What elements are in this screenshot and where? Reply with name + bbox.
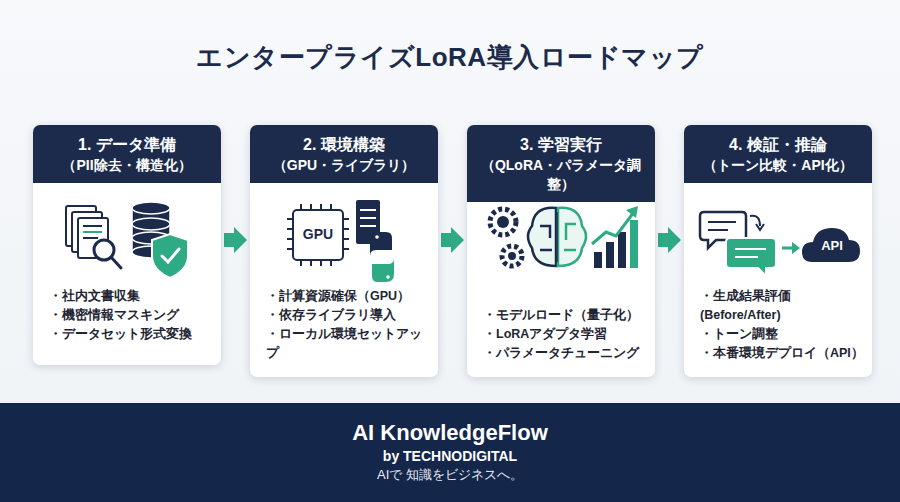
bullet-item: ・LoRAアダプタ学習 [483,325,647,344]
icon-space [684,183,872,287]
brain-icon [528,208,586,266]
bullet-item: ・機密情報マスキング [49,306,213,325]
card-body: ・生成結果評価 (Before/After)・トーン調整・本番環境デプロイ（AP… [684,287,872,372]
step-subtitle: （GPU・ライブラリ） [256,156,432,175]
cloud-label: API [810,238,854,253]
card-header: 4. 検証・推論（トーン比較・API化） [684,125,872,183]
step-card: 3. 学習実行（QLoRA・パラメータ調整） ・モデルロード（量子化）・LoRAア… [467,125,655,377]
step-card: 2. 環境構築（GPU・ライブラリ） ・計算資源確保（GPU）・依存ライブラリ導入… [250,125,438,377]
gear-icon [490,209,522,266]
gear-hub [497,216,516,260]
icon-space [33,183,221,287]
cloud-icon [802,228,860,262]
card-header: 3. 学習実行（QLoRA・パラメータ調整） [467,125,655,202]
brand-tagline: AIで 知識をビジネスへ。 [377,465,523,485]
step-subtitle: （QLoRA・パラメータ調整） [473,156,649,194]
card-body: ・モデルロード（量子化）・LoRAアダプタ学習・パラメータチューニング [467,306,655,372]
shield-icon [152,234,188,278]
bullet-item: ・計算資源確保（GPU） [266,287,430,306]
brand-company: by TECHNODIGITAL [383,447,517,465]
step-subtitle: （PII除去・構造化） [39,156,215,175]
step-title: 1. データ準備 [39,134,215,156]
step-title: 2. 環境構築 [256,134,432,156]
server-icon [356,200,380,244]
card-header: 1. データ準備（PII除去・構造化） [33,125,221,183]
brand-name: AI KnowledgeFlow [352,420,548,446]
bullet-item: ・パラメータチューニング [483,344,647,363]
bullet-item: ・社内文書収集 [49,287,213,306]
chip-label: GPU [293,226,343,242]
magnifier-icon [94,240,121,268]
step-card: 1. データ準備（PII除去・構造化） ・社内文書収集・機密情報マスキング・データ… [33,125,221,365]
flow-arrow [658,227,681,253]
step-card: 4. 検証・推論（トーン比較・API化） ・生成結果評価 (Before/Afte… [684,125,872,377]
flow-arrow [224,227,247,253]
icon-space [467,202,655,306]
card-body: ・社内文書収集・機密情報マスキング・データセット形式変換 [33,287,221,353]
bullet-item: ・ローカル環境セットアップ [266,325,430,363]
python-icon [370,232,394,282]
flow-arrow [441,227,464,253]
card-body: ・計算資源確保（GPU）・依存ライブラリ導入・ローカル環境セットアップ [250,287,438,372]
step-subtitle: （トーン比較・API化） [690,156,866,175]
gpu-chip-icon [287,204,349,266]
footer-band: AI KnowledgeFlowby TECHNODIGITALAIで 知識をビ… [0,403,900,502]
bullet-item: ・本番環境デプロイ（API） [700,344,864,363]
small-arrow [782,242,800,254]
step-title: 4. 検証・推論 [690,134,866,156]
bullet-item: ・依存ライブラリ導入 [266,306,430,325]
chat-icon [700,212,776,276]
diagram-title: エンタープライズLoRA導入ロードマップ [0,40,900,75]
step-title: 3. 学習実行 [473,134,649,156]
bullet-item: ・トーン調整 [700,325,864,344]
database-icon [132,202,170,258]
bullet-item: ・モデルロード（量子化） [483,306,647,325]
icon-space [250,183,438,287]
chart-icon [592,206,638,268]
bullet-item: ・データセット形式変換 [49,325,213,344]
document-icon [66,206,108,258]
bullet-item: ・生成結果評価 (Before/After) [700,287,864,325]
card-header: 2. 環境構築（GPU・ライブラリ） [250,125,438,183]
